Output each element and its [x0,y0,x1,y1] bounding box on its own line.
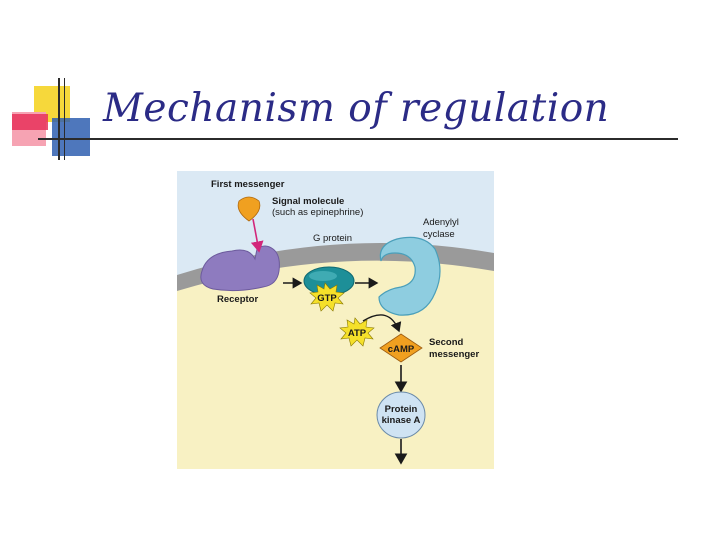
pka-label-line2: kinase A [382,415,421,426]
signal-molecule [237,196,261,222]
corner-square-red [12,114,48,130]
camp-diamond [379,333,423,363]
atp-burst [339,317,375,347]
receptor-label: Receptor [217,294,258,305]
protein-kinase-a [376,391,426,439]
adenylyl-cyclase [378,236,441,316]
receptor [200,245,280,292]
g-protein-highlight [309,271,337,281]
adenylyl-cyclase-label-line2: cyclase [423,229,455,240]
pka-label-line1: Protein [385,404,418,415]
camp-label: cAMP [388,344,415,355]
title-underline [38,138,678,140]
first-messenger-label: First messenger [211,179,285,190]
gtp-label: GTP [317,293,337,304]
signal-arrow [250,218,264,253]
atp-to-camp-arrow [362,314,402,333]
gtp-burst [309,282,345,312]
slide-title: Mechanism of regulation [103,86,610,131]
adenylyl-cyclase-label-line1: Adenylyl [423,217,459,228]
atp-label: ATP [348,328,367,339]
signal-molecule-label-line2: (such as epinephrine) [272,207,363,218]
second-messenger-label-line1: Second [429,337,464,348]
camp-signaling-diagram: GTP ATP cAMP Protein kinase A First mess… [177,171,494,469]
signal-molecule-label-line1: Signal molecule [272,196,344,207]
second-messenger-label-line2: messenger [429,349,479,360]
corner-vertical-line [58,78,60,160]
corner-vertical-line-2 [64,78,65,160]
g-protein-label: G protein [313,233,352,244]
